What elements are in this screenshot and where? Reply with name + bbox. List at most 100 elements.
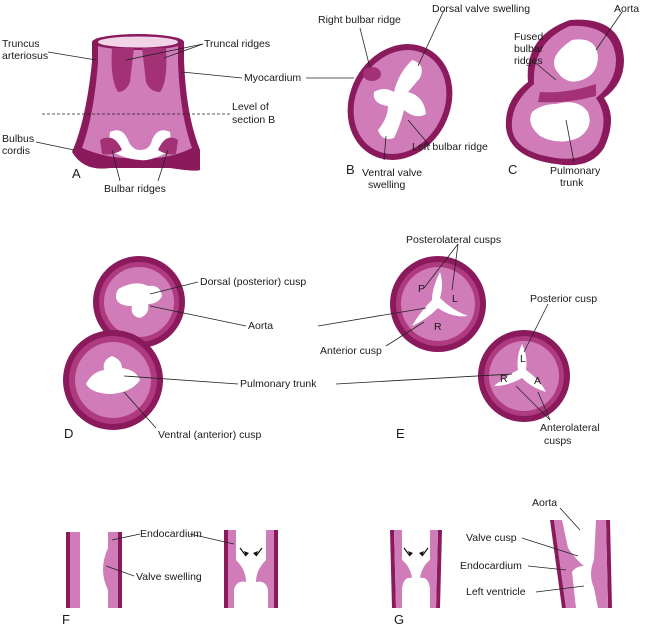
leader-pulm-c	[565, 119, 575, 163]
label-pulmonary: Pulmonary trunk	[240, 378, 317, 390]
panel-d-separated-vessels: Dorsal (posterior) cusp Aorta Pulmonary …	[63, 256, 317, 441]
leader-anterolateral-2	[537, 391, 551, 421]
panel-f-cusp-right	[256, 530, 274, 608]
label-myocardium: Myocardium	[244, 72, 301, 84]
panel-label-d: D	[64, 426, 73, 441]
panel-e-semilunar-valves: Posterolateral cusps Anterior cusp Poste…	[317, 234, 600, 447]
panel-a-truncus-bulbus-longitudinal: Truncus arteriosus Truncal ridges Myocar…	[2, 34, 301, 195]
panel-f-valve-development: Endocardium Valve swelling F	[62, 528, 278, 627]
panel-e-pulm-lumen	[494, 344, 546, 392]
panel-label-a: A	[72, 166, 81, 181]
label-dorsal-valve: Dorsal valve swelling	[432, 3, 530, 15]
panel-f-wall-right-2	[274, 530, 278, 608]
panel-f-wall-left-1	[66, 532, 70, 608]
panel-c-cross-section: Aorta Fused bulbar ridges Pulmonary trun…	[505, 3, 639, 189]
panel-g-right-cusp-1	[420, 530, 438, 608]
leader-endocardium-f2	[189, 533, 235, 545]
panel-label-c: C	[508, 162, 517, 177]
panel-b-cross-section: Right bulbar ridge Dorsal valve swelling…	[306, 3, 530, 191]
cusp-letter-p: P	[418, 283, 425, 295]
leader-anterolateral-1	[515, 385, 551, 421]
down-arrow-icon	[239, 547, 247, 557]
leader-anterior-cusp	[385, 321, 425, 347]
leader-myocardium-a	[181, 71, 243, 79]
leader-aorta-e	[317, 307, 427, 327]
panel-label-g: G	[394, 612, 404, 627]
cusp-letter-r2: R	[500, 373, 508, 385]
leader-pulm-e	[335, 373, 513, 385]
panel-g-left-wall-2	[550, 520, 566, 608]
label-valve-swelling: Valve swelling	[136, 571, 202, 583]
truncal-ridge-right	[142, 48, 167, 92]
label-aorta-c: Aorta	[614, 3, 639, 15]
panel-label-e: E	[396, 426, 405, 441]
label-posterior-cusp: Posterior cusp	[530, 293, 597, 305]
panel-f-wall-right-1	[118, 532, 122, 608]
leader-aorta-d	[149, 305, 247, 327]
label-anterolateral-1: Anterolateral	[540, 422, 600, 434]
label-right-bulbar: Right bulbar ridge	[318, 14, 401, 26]
down-arrow-icon	[419, 551, 424, 556]
cusp-letter-r1: R	[434, 321, 442, 333]
label-bulbus-2: cordis	[2, 145, 30, 157]
down-arrow-icon	[253, 551, 258, 556]
panel-g-left-tissue-2	[554, 520, 584, 608]
panel-label-b: B	[346, 162, 355, 177]
label-aorta-g: Aorta	[532, 497, 557, 509]
panel-g-right-tissue-2	[591, 520, 608, 608]
panel-f-cusp-left	[228, 530, 246, 608]
label-posterolateral: Posterolateral cusps	[406, 234, 501, 246]
label-level-1: Level of	[232, 101, 269, 113]
label-dorsal-cusp: Dorsal (posterior) cusp	[200, 276, 306, 288]
leader-fused	[531, 59, 557, 81]
panel-d-pulm-lumen	[86, 356, 140, 394]
bulbar-ridge-right	[158, 137, 178, 155]
panel-c-pulmonary-lumen	[530, 102, 590, 142]
leader-posterolateral-2	[451, 243, 459, 291]
panel-a-top-lumen	[98, 36, 178, 48]
leader-posterolateral-1	[423, 243, 459, 289]
panel-c-aorta-lumen	[554, 39, 598, 82]
label-left-ventricle: Left ventricle	[466, 586, 526, 598]
label-endocardium-f: Endocardium	[140, 528, 202, 540]
panel-g-valve-development: Aorta Valve cusp Endocardium Left ventri…	[390, 497, 612, 627]
panel-c-septum	[538, 84, 596, 103]
down-arrow-icon	[408, 551, 413, 556]
panel-label-f: F	[62, 612, 70, 627]
label-fused-3: ridges	[514, 55, 543, 67]
leader-truncal-ridges	[163, 43, 204, 59]
leader-aorta-c	[595, 11, 623, 51]
leader-posterior-cusp	[523, 303, 549, 353]
down-arrow-icon	[244, 551, 249, 556]
panel-f-valve-swelling-right	[103, 532, 118, 608]
label-truncus-2: arteriosus	[2, 50, 48, 62]
label-fused-2: bulbar	[514, 43, 544, 55]
leader-bulbar-ridges-l	[111, 149, 121, 182]
label-bulbar-ridges: Bulbar ridges	[104, 183, 166, 195]
leader-right-bulbar	[359, 27, 371, 69]
truncal-ridge-left	[111, 48, 134, 92]
label-bulbus-1: Bulbus	[2, 133, 34, 145]
leader-ventral-valve	[383, 135, 387, 161]
label-ventral-cusp: Ventral (anterior) cusp	[158, 429, 261, 441]
cusp-letter-a: A	[534, 375, 541, 387]
down-arrow-icon	[255, 547, 263, 557]
bulbar-ridge-left	[100, 137, 122, 155]
label-aorta-d: Aorta	[248, 320, 273, 332]
label-pulm-c-1: Pulmonary	[550, 165, 601, 177]
leader-left-bulbar	[407, 119, 431, 147]
label-valve-cusp: Valve cusp	[466, 532, 517, 544]
label-ventral-1: Ventral valve	[362, 167, 422, 179]
panel-e-aorta-lumen	[412, 272, 468, 326]
down-arrow-icon	[421, 547, 429, 557]
panel-g-left-cusp-1	[394, 530, 412, 608]
label-ventral-2: swelling	[368, 179, 406, 191]
leader-bulbus	[35, 141, 75, 151]
label-truncus-1: Truncus	[2, 38, 40, 50]
leader-dorsal-valve	[417, 9, 445, 67]
label-fused-1: Fused	[514, 31, 543, 43]
label-truncal-ridges: Truncal ridges	[204, 38, 270, 50]
panel-f-tissue-left-1	[70, 532, 80, 608]
leader-left-ventricle	[535, 585, 585, 593]
